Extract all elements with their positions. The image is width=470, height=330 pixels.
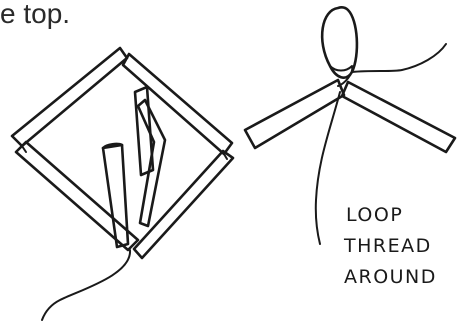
label-line-1: LOOP: [346, 204, 403, 226]
diamond-frame-drawing: [12, 48, 233, 320]
label-line-3: AROUND: [344, 266, 437, 288]
label-line-2: THREAD: [343, 235, 432, 257]
